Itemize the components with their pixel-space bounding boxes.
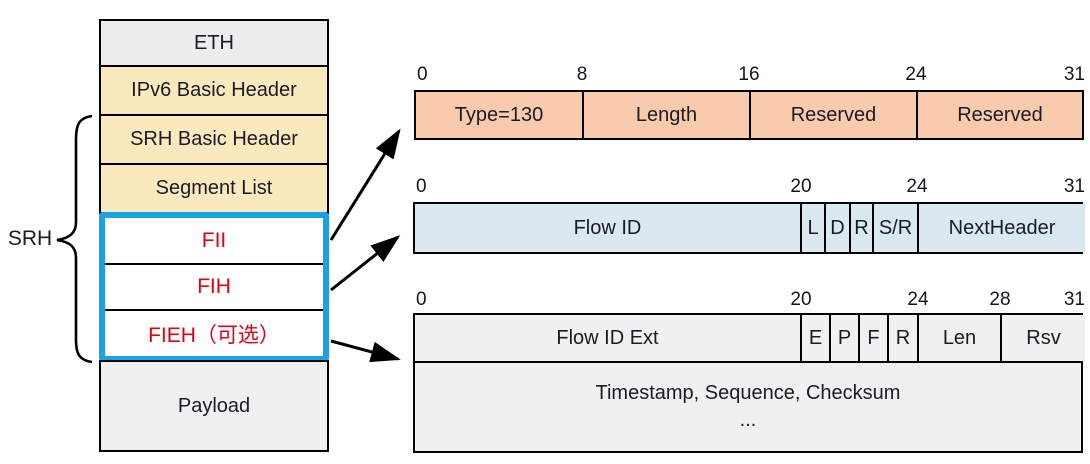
stack-layer-label: FIEH（可选） xyxy=(148,323,280,347)
stack-layer-label: IPv6 Basic Header xyxy=(131,79,297,101)
fieh-body-row: Timestamp, Sequence, Checksum ... xyxy=(413,361,1083,453)
field-label: Reserved xyxy=(957,103,1043,126)
field-flow-id-ext: Flow ID Ext xyxy=(415,315,800,361)
stack-layer-srh-basic-header: SRH Basic Header xyxy=(99,114,329,165)
stack-layer-label: FII xyxy=(201,228,227,252)
field-reserved-2: Reserved xyxy=(916,92,1082,138)
stack-layer-label: FIH xyxy=(197,275,231,298)
field-label: Length xyxy=(635,103,698,126)
bit-label: 24 xyxy=(905,64,927,85)
field-rsv: Rsv xyxy=(1000,315,1085,361)
field-r-flag: R xyxy=(849,204,872,252)
field-flow-id: Flow ID xyxy=(415,204,800,252)
field-f-flag: F xyxy=(858,315,887,361)
stack-layer-payload: Payload xyxy=(99,360,329,452)
field-p-flag: P xyxy=(829,315,858,361)
stack-layer-ipv6-basic-header: IPv6 Basic Header xyxy=(99,65,329,116)
field-label: Flow ID Ext xyxy=(556,326,659,349)
stack-layer-eth: ETH xyxy=(99,19,329,67)
field-label: D xyxy=(830,216,845,239)
stack-layer-label: SRH Basic Header xyxy=(130,128,298,150)
field-label: R xyxy=(854,216,869,239)
bit-label: 0 xyxy=(416,176,427,197)
field-label: E xyxy=(808,326,823,349)
stack-layer-segment-list: Segment List xyxy=(99,163,329,214)
srh-brace-label: SRH xyxy=(7,227,53,250)
field-label: R xyxy=(895,326,911,349)
stack-layer-fii: FII xyxy=(105,218,323,263)
fieh-body-line1: Timestamp, Sequence, Checksum xyxy=(595,382,901,404)
field-sr-flag: S/R xyxy=(872,204,917,252)
field-label: P xyxy=(837,326,852,349)
fieh-body-line2: ... xyxy=(739,409,757,431)
bit-label: 0 xyxy=(416,289,427,310)
field-label: Reserved xyxy=(790,103,877,126)
stack-layer-label: Payload xyxy=(177,394,251,417)
stack-layer-fieh: FIEH（可选） xyxy=(105,309,323,356)
field-label: Rsv xyxy=(1026,326,1061,349)
bit-label: 16 xyxy=(738,64,760,85)
bit-label: 20 xyxy=(790,289,812,310)
field-e-flag: E xyxy=(800,315,829,361)
srh-brace xyxy=(56,114,93,364)
stack-layer-label: ETH xyxy=(194,31,234,54)
field-label: Type=130 xyxy=(454,103,544,126)
bit-label: 24 xyxy=(906,176,928,197)
field-l-flag: L xyxy=(800,204,824,252)
bit-label: 31 xyxy=(1063,176,1085,197)
field-label: F xyxy=(867,326,880,349)
field-d-flag: D xyxy=(824,204,849,252)
bit-label: 28 xyxy=(989,289,1011,310)
arrow-fih-icon xyxy=(330,235,401,292)
field-label: NextHeader xyxy=(948,216,1056,239)
field-next-header: NextHeader xyxy=(917,204,1085,252)
stack-layer-fih: FIH xyxy=(105,263,323,309)
field-length: Length xyxy=(582,92,749,138)
field-label: Flow ID xyxy=(573,216,642,239)
field-label: S/R xyxy=(878,216,913,239)
field-type: Type=130 xyxy=(416,92,582,138)
bit-label: 31 xyxy=(1063,64,1085,85)
bit-label: 24 xyxy=(907,289,929,310)
field-r-flag: R xyxy=(887,315,917,361)
bit-label: 0 xyxy=(417,64,428,85)
bit-label: 20 xyxy=(790,176,812,197)
arrow-fieh-icon xyxy=(330,339,401,363)
fieh-format-row: Flow ID Ext E P F R Len Rsv xyxy=(413,313,1085,363)
stack-layer-label: Segment List xyxy=(155,177,273,199)
bit-label: 31 xyxy=(1063,289,1085,310)
field-reserved-1: Reserved xyxy=(749,92,916,138)
fii-format-row: Type=130 Length Reserved Reserved xyxy=(414,90,1084,140)
field-len: Len xyxy=(917,315,1000,361)
field-label: Len xyxy=(942,326,977,349)
srh-highlight-box: FII FIH FIEH（可选） xyxy=(99,212,329,362)
fih-format-row: Flow ID L D R S/R NextHeader xyxy=(413,202,1085,254)
field-label: L xyxy=(807,216,819,239)
bit-label: 8 xyxy=(576,64,588,85)
arrow-fii-icon xyxy=(329,128,401,241)
